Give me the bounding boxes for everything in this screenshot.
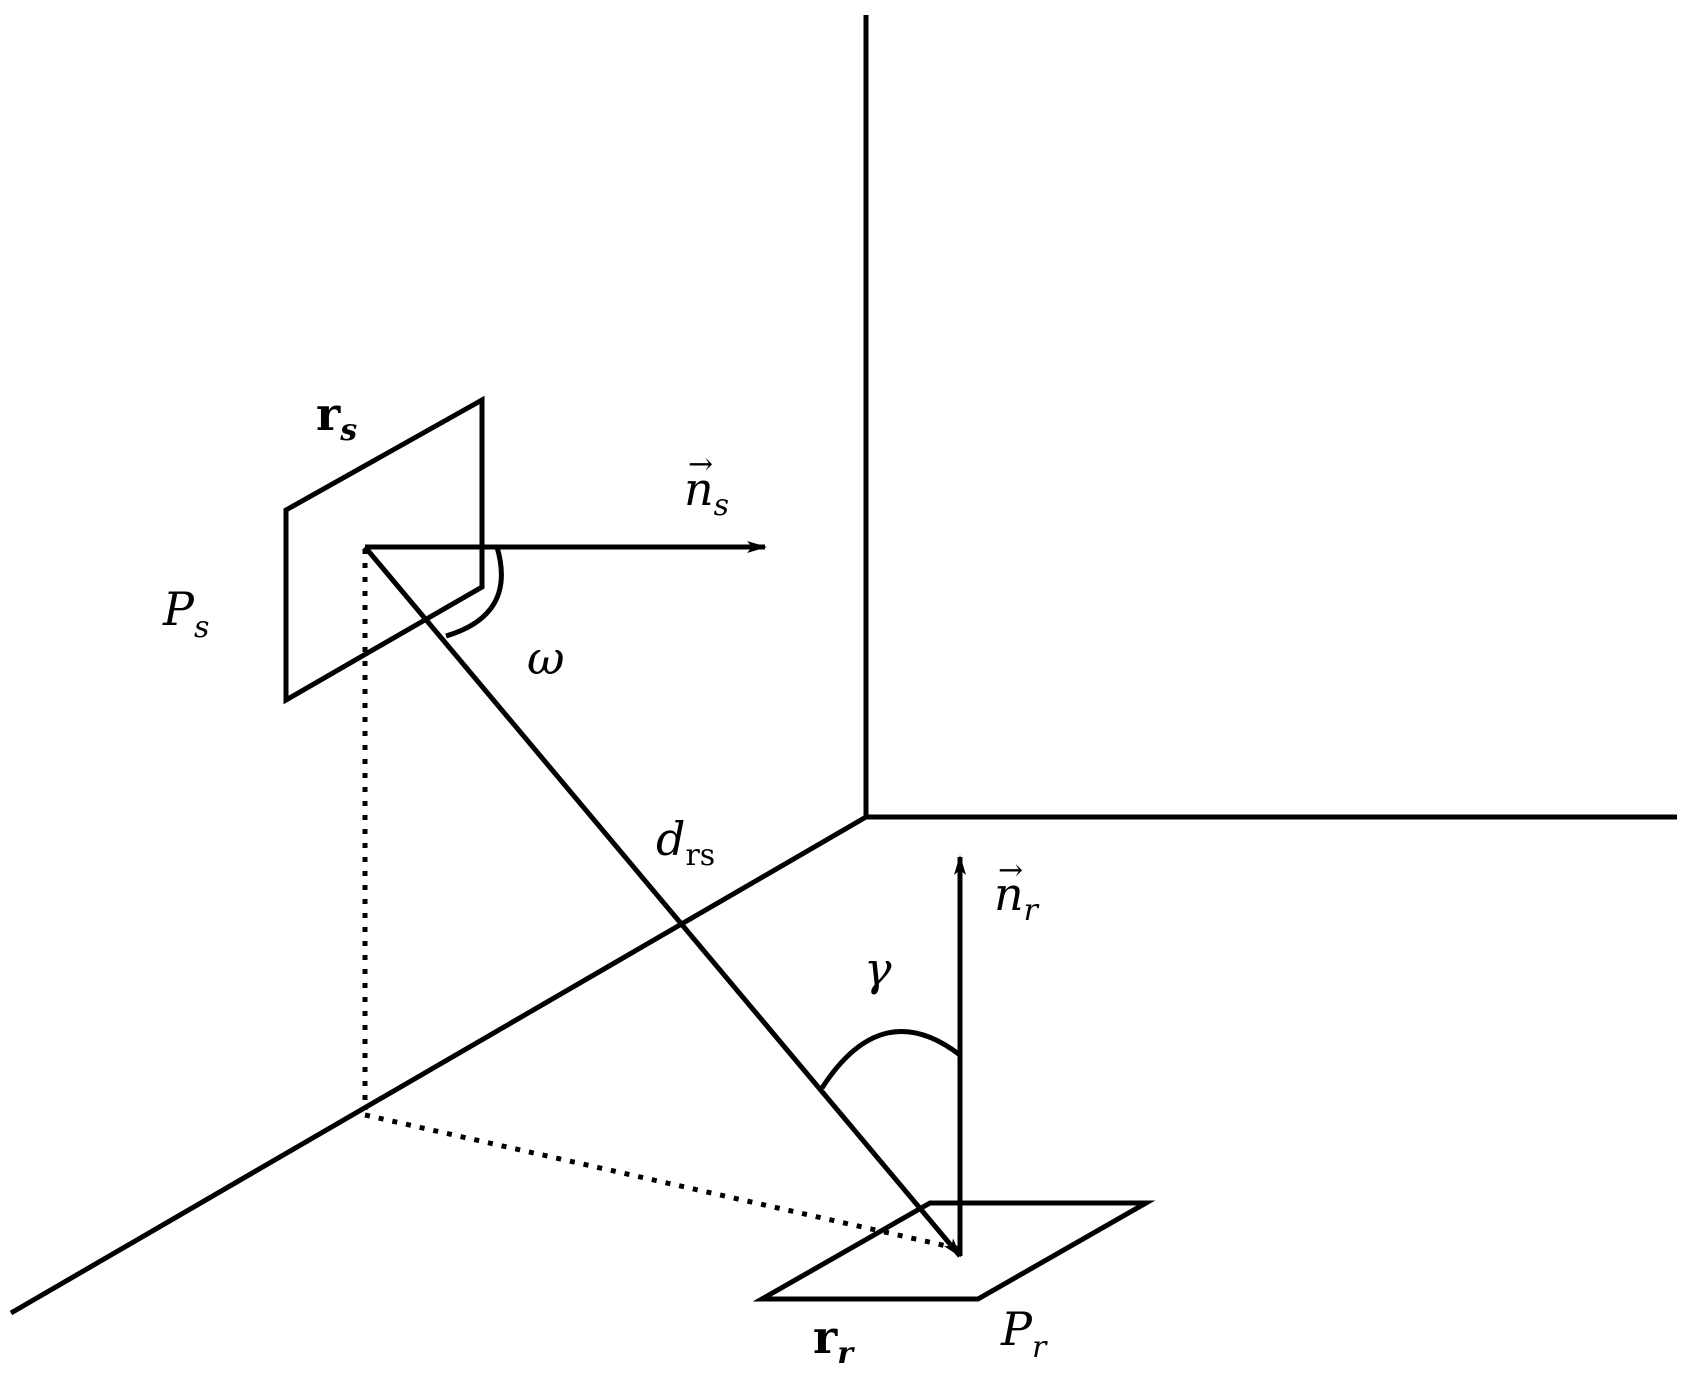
svg-text:ns: ns bbox=[684, 462, 729, 523]
label-source-normal: → ns bbox=[684, 447, 729, 523]
label-receiver-position: rr bbox=[813, 1310, 855, 1371]
floor-diagonal-edge bbox=[9, 814, 868, 1316]
label-receiver-normal: → nr bbox=[994, 853, 1040, 928]
label-angle-gamma: γ bbox=[864, 942, 892, 996]
label-source-patch: Ps bbox=[162, 582, 209, 645]
label-source-position: rs bbox=[316, 387, 357, 448]
receiver-patch bbox=[752, 1200, 1156, 1302]
svg-text:→: → bbox=[688, 447, 713, 482]
gamma-angle-arc bbox=[819, 1029, 962, 1090]
distance-arrow bbox=[363, 545, 962, 1258]
svg-text:→: → bbox=[998, 853, 1023, 888]
source-patch bbox=[283, 395, 485, 705]
svg-text:nr: nr bbox=[994, 867, 1040, 928]
label-receiver-patch: Pr bbox=[1000, 1302, 1048, 1365]
label-distance: drs bbox=[656, 812, 715, 873]
projection-dotted-floor bbox=[364, 1112, 961, 1252]
label-angle-omega: ω bbox=[527, 631, 565, 685]
omega-angle-arc bbox=[445, 546, 504, 639]
